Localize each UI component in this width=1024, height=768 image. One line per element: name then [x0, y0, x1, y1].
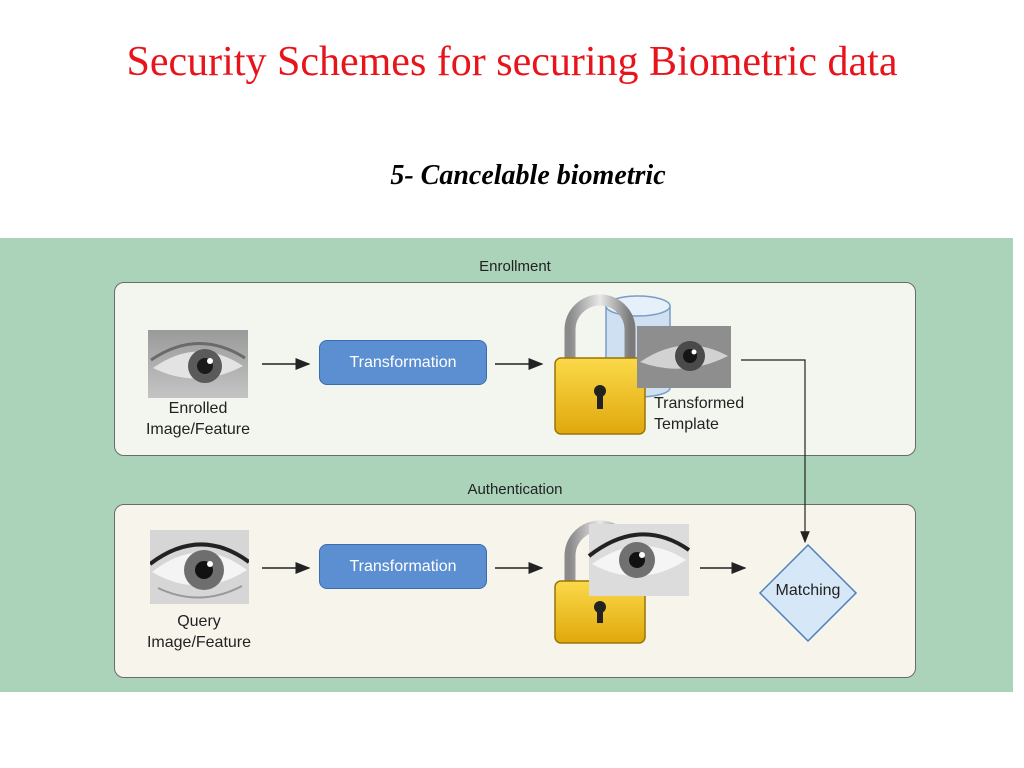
- cancelable-biometric-diagram: Enrollment Authentication Enrolled Image…: [0, 238, 1013, 692]
- authentication-section-label: Authentication: [467, 481, 563, 498]
- diagram-artwork: [262, 294, 858, 644]
- enrollment-section-label: Enrollment: [479, 258, 551, 275]
- slide-title: Security Schemes for securing Biometric …: [126, 39, 898, 85]
- transformed-label-line1: Transformed: [654, 395, 745, 412]
- query-label-line1: Query: [177, 613, 221, 630]
- matching-diamond: [758, 543, 858, 643]
- enrollment-lock-icon: [554, 294, 646, 435]
- enrolled-label-line1: Enrolled: [168, 400, 228, 417]
- query-image-label: Query Image/Feature: [124, 611, 274, 653]
- transformed-label-line2: Template: [654, 416, 719, 433]
- enrolled-label-line2: Image/Feature: [145, 421, 251, 438]
- matching-label: Matching: [775, 582, 841, 599]
- authentication-transformation-box: Transformation: [319, 544, 487, 589]
- enrollment-transformation-box: Transformation: [319, 340, 487, 385]
- transformed-template-eye-image: [637, 326, 731, 388]
- arrow-template-to-matching: [741, 359, 810, 544]
- transformed-template-label: Transformed Template: [654, 393, 794, 435]
- auth-template-eye-image: [587, 524, 691, 596]
- enrolled-image-label: Enrolled Image/Feature: [123, 398, 273, 440]
- query-eye-image: [150, 530, 249, 604]
- enrolled-eye-image: [148, 330, 248, 398]
- slide-subtitle: 5- Cancelable biometric: [390, 160, 666, 191]
- query-label-line2: Image/Feature: [146, 634, 252, 651]
